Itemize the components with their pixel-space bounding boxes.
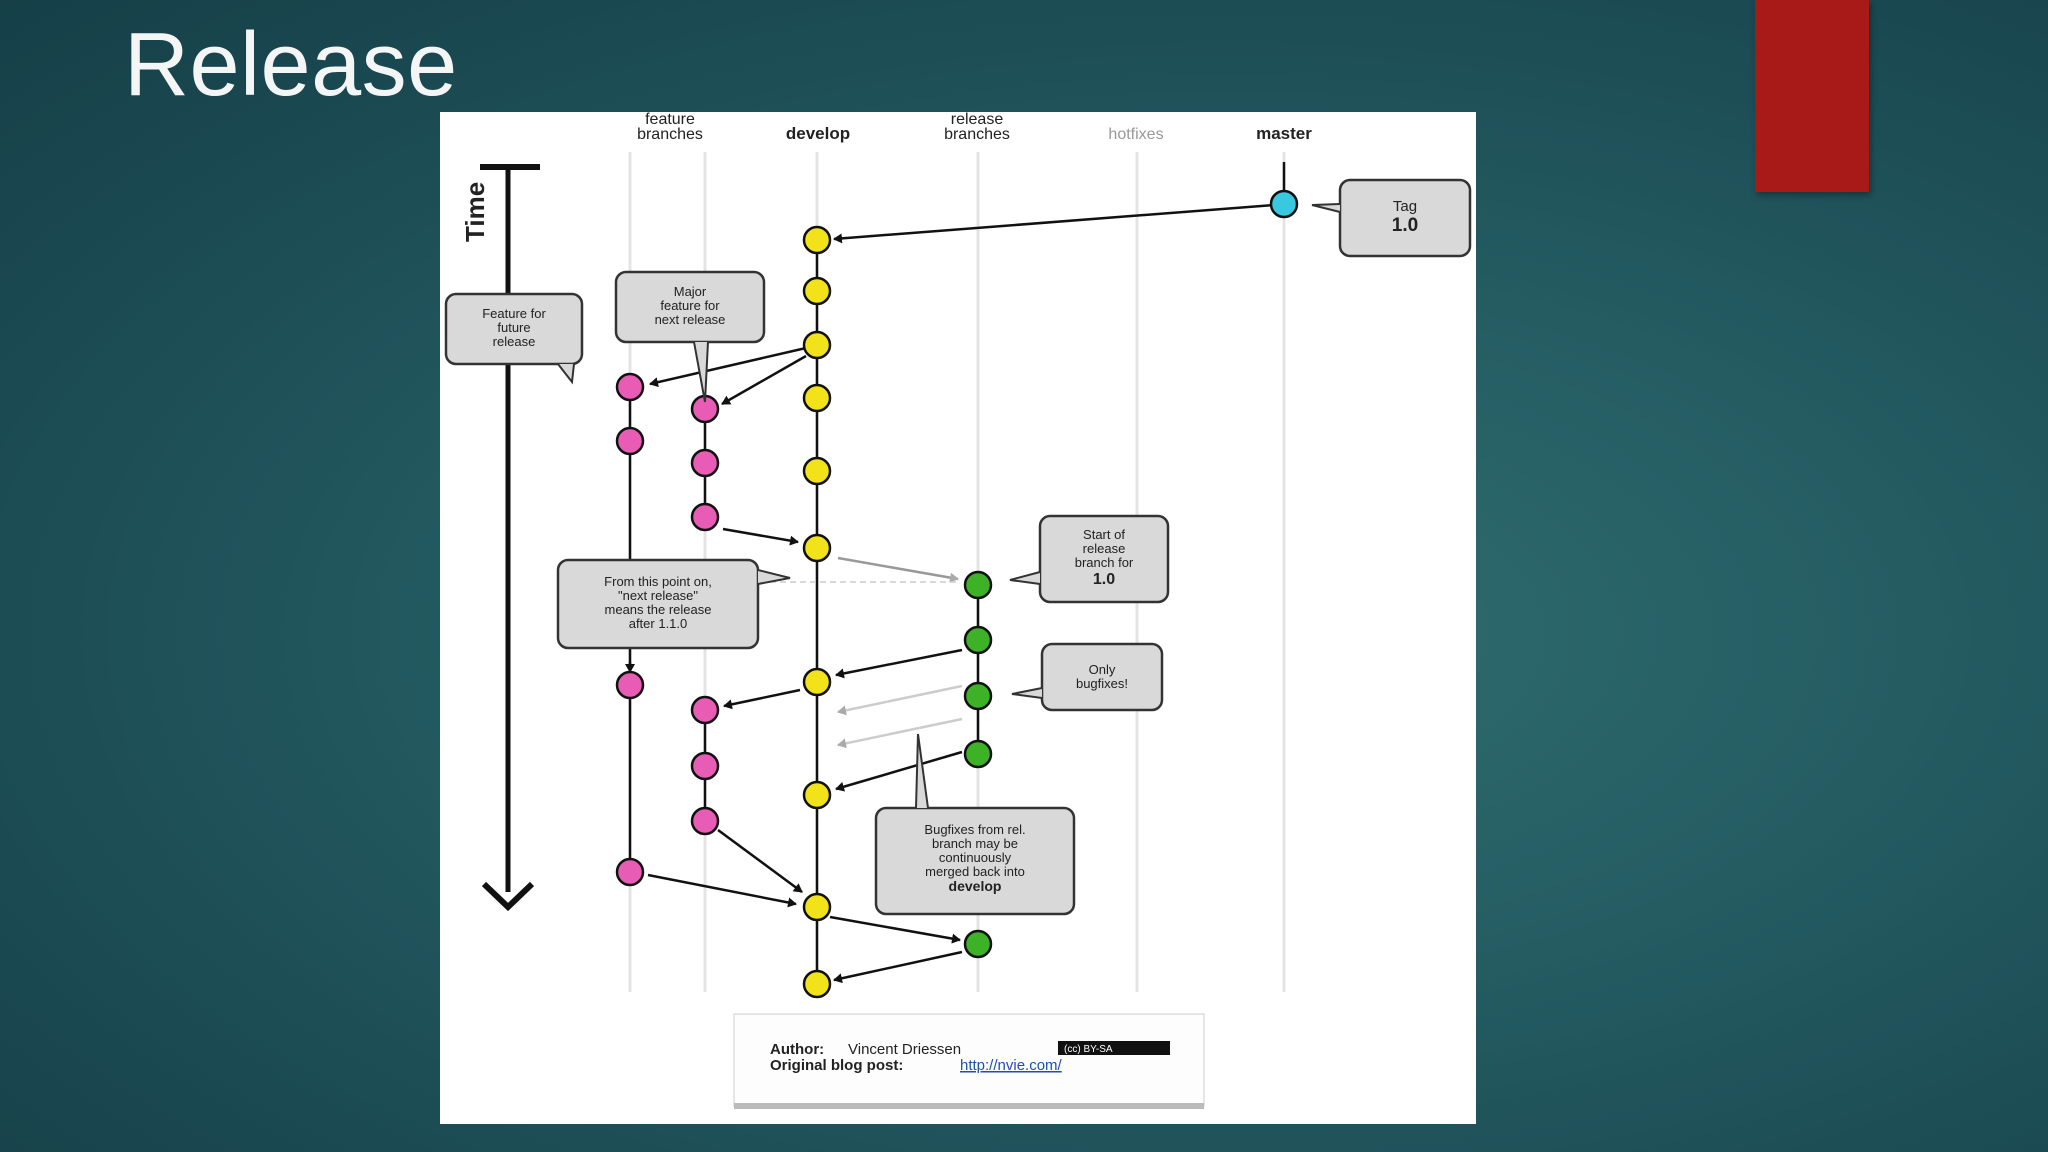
release-commit-node [963, 739, 993, 769]
time-label: Time [460, 182, 490, 242]
major-feature-line-1: Major [674, 284, 707, 299]
blog-link[interactable]: http://nvie.com/ [960, 1057, 1063, 1074]
develop-commit-node [802, 456, 832, 486]
future-feature-callout: Feature for future release [444, 292, 584, 385]
develop-commit-node [802, 383, 832, 413]
bugfixes-merge-line-2: branch may be [932, 836, 1018, 851]
bugfixes-merge-callout: Bugfixes from rel. branch may be continu… [874, 733, 1076, 916]
master-commit-node [1269, 189, 1299, 219]
develop-commit-node [802, 667, 832, 697]
author-label: Author: [770, 1041, 824, 1058]
next-release-line-3: means the release [605, 602, 712, 617]
time-axis: Time [460, 164, 540, 912]
start-release-callout: Start of release branch for 1.0 [1009, 514, 1170, 604]
next-release-line-2: "next release" [618, 588, 698, 603]
feature-commit-node [615, 670, 645, 700]
lane-release-label-1: release [951, 112, 1004, 128]
gitflow-diagram: feature branches develop release branche… [440, 112, 1476, 1124]
lane-master-label: master [1256, 124, 1312, 143]
blog-label: Original blog post: [770, 1057, 903, 1074]
feature-commit-node [690, 502, 720, 532]
tag-callout-line-1: Tag [1393, 198, 1417, 215]
accent-bar [1755, 0, 1869, 192]
release-commit-node [963, 625, 993, 655]
only-bugfixes-line-2: bugfixes! [1076, 676, 1128, 691]
develop-commit-node [802, 969, 832, 999]
develop-commit-node [802, 276, 832, 306]
feature-commit-node [615, 372, 645, 402]
tag-callout-line-2: 1.0 [1392, 215, 1418, 236]
feature-commit-node [690, 751, 720, 781]
tag-callout: Tag 1.0 [1311, 178, 1472, 258]
develop-commit-node [802, 533, 832, 563]
future-feature-line-3: release [493, 334, 536, 349]
credits-card: Author: Vincent Driessen Original blog p… [733, 1013, 1205, 1109]
license-badge-text: (cc) BY-SA [1064, 1044, 1113, 1055]
release-commit-node [963, 929, 993, 959]
start-release-line-1: Start of [1083, 527, 1125, 542]
feature-commit-node [690, 448, 720, 478]
feature-commit-node [690, 695, 720, 725]
develop-commit-node [802, 225, 832, 255]
lane-release-label-2: branches [944, 126, 1010, 143]
bugfixes-merge-line-4: merged back into [925, 864, 1025, 879]
release-start-arrow [837, 556, 959, 583]
feature-commit-node [615, 857, 645, 887]
release-commit-node [963, 570, 993, 600]
major-feature-line-2: feature for [660, 298, 720, 313]
lane-feature-label-2: branches [637, 126, 703, 143]
slide-title: Release [124, 15, 458, 115]
faint-merge-arrows [837, 684, 963, 749]
start-release-line-2: release [1083, 541, 1126, 556]
feature-commit-node [690, 806, 720, 836]
start-release-line-4: 1.0 [1093, 571, 1115, 588]
license-badge [1058, 1041, 1170, 1055]
commit-nodes [615, 189, 1299, 999]
lane-feature-label-1: feature [645, 112, 695, 128]
lane-hotfixes-label: hotfixes [1108, 126, 1163, 143]
major-feature-callout: Major feature for next release [614, 270, 766, 403]
start-release-line-3: branch for [1075, 555, 1134, 570]
bugfixes-merge-line-5: develop [949, 878, 1002, 894]
bugfixes-merge-line-3: continuously [939, 850, 1012, 865]
future-feature-line-1: Feature for [482, 306, 546, 321]
release-commit-node [963, 681, 993, 711]
future-feature-line-2: future [497, 320, 530, 335]
develop-commit-node [802, 892, 832, 922]
next-release-callout: From this point on, "next release" means… [556, 558, 791, 650]
bugfixes-merge-line-1: Bugfixes from rel. [924, 822, 1025, 837]
only-bugfixes-callout: Only bugfixes! [1011, 642, 1164, 712]
major-feature-line-3: next release [655, 312, 726, 327]
develop-commit-node [802, 780, 832, 810]
develop-commit-node [802, 330, 832, 360]
author-name: Vincent Driessen [848, 1041, 961, 1058]
only-bugfixes-line-1: Only [1089, 662, 1116, 677]
next-release-line-4: after 1.1.0 [629, 616, 688, 631]
merge-arrows [625, 203, 1275, 984]
lane-develop-label: develop [786, 124, 850, 143]
feature-commit-node [615, 426, 645, 456]
next-release-line-1: From this point on, [604, 574, 712, 589]
